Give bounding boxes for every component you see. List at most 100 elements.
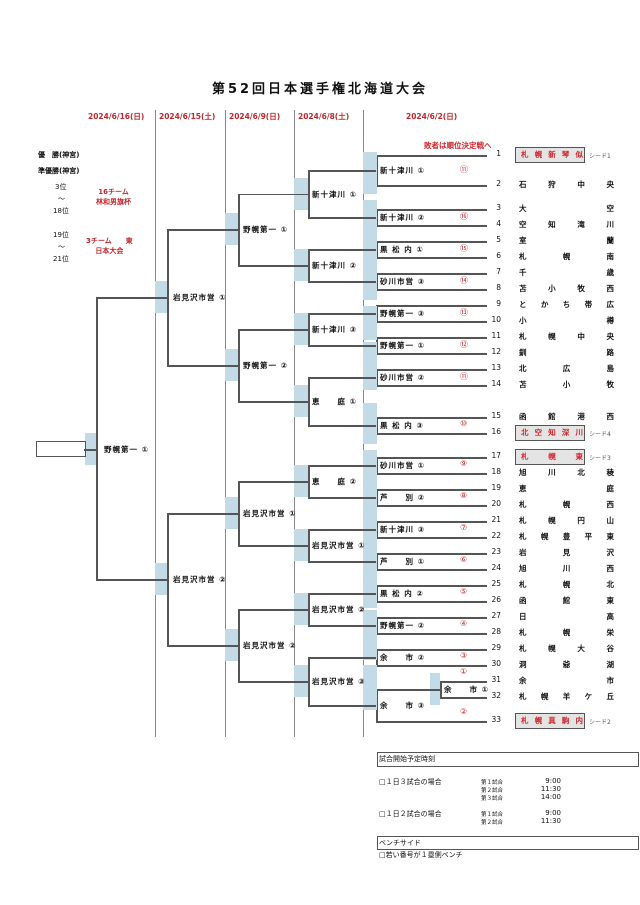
venue-label: 砂川市営 ② [380, 373, 425, 382]
team-number: 33 [491, 715, 501, 724]
final-winner-label: 野幌第一 ① [104, 445, 149, 454]
team-name-char: 幌 [562, 628, 571, 637]
team-number: 29 [491, 643, 501, 652]
bracket-line [376, 353, 487, 355]
team-name-char: 島 [606, 364, 615, 373]
team-name-char: と [519, 300, 527, 309]
team-name-char: 日 [519, 612, 527, 621]
team-name: 札幌円山 [519, 515, 614, 526]
team-name-char: 央 [606, 180, 614, 189]
team-number: 4 [496, 219, 501, 228]
team-name-char: 札 [519, 628, 527, 637]
team-name: 函館東 [519, 595, 614, 606]
team-name: 小樽 [519, 315, 614, 326]
team-name-char: 川 [562, 564, 571, 573]
venue-label: 野幌第一 ② [243, 361, 288, 370]
team-name: 日高 [519, 611, 614, 622]
date-final: 2024/6/16(日) [88, 112, 145, 121]
team-number: 24 [491, 563, 501, 572]
match-number: ⑦ [460, 523, 468, 532]
bracket-line [376, 473, 487, 475]
team-name-char: か [540, 300, 549, 309]
team-name-char: 幌 [534, 716, 543, 725]
team-name: 大空 [519, 203, 614, 214]
team-number: 22 [491, 531, 501, 540]
team-name: 岩見沢 [519, 547, 614, 558]
team-number: 11 [491, 331, 501, 340]
team-name-char: 北 [521, 428, 529, 437]
bracket-shade [363, 342, 377, 390]
seed-box [515, 147, 585, 163]
bracket-line [376, 521, 487, 523]
team-number: 9 [496, 299, 501, 308]
venue-label: 砂川市営 ① [380, 461, 425, 470]
team-name-char: 栄 [606, 628, 615, 637]
bracket-line [376, 537, 487, 539]
match-number: ⑫ [460, 340, 468, 349]
bracket-line [238, 545, 308, 547]
venue-label: 野幌第一 ① [243, 225, 288, 235]
team-name-char: 札 [519, 532, 527, 541]
team-name-char: 札 [519, 580, 527, 589]
bracket-line [376, 385, 487, 387]
team-name-char: 小 [548, 284, 556, 293]
team-name-char: 幌 [548, 516, 556, 525]
bracket-line [308, 529, 310, 563]
team-name-char: 空 [519, 220, 527, 229]
bracket-line [440, 697, 487, 699]
case3-game1-label: 第１試合 [481, 780, 504, 786]
team-name-char: 西 [606, 564, 615, 573]
match-number: ⑮ [460, 244, 468, 253]
team-number: 30 [491, 659, 501, 668]
bracket-line [308, 657, 376, 659]
bracket-line [376, 633, 487, 635]
bracket-line [167, 365, 238, 367]
note-3-line1: 3チーム 東 [86, 237, 133, 245]
team-name-char: 歳 [606, 268, 615, 277]
bracket-line [308, 465, 376, 467]
match-number: ② [460, 707, 468, 716]
bracket-line [376, 617, 487, 619]
case2-game2-time: 11:30 [540, 817, 561, 825]
team-name-char: 市 [606, 676, 615, 685]
team-name-char: 樽 [606, 316, 615, 325]
team-name-char: 札 [519, 644, 527, 653]
venue-label: 岩見沢市営 ② [173, 575, 227, 584]
team-name-char: 東 [575, 452, 584, 461]
loser-note: 敗者は順位決定戦へ [424, 141, 492, 150]
venue-label: 黒 松 内 ② [380, 589, 424, 598]
team-number: 15 [491, 411, 501, 420]
venue-label: 芦 別 ① [380, 557, 425, 566]
venue-label: 恵 庭 ② [312, 477, 357, 486]
bracket-shade [363, 610, 377, 660]
team-number: 21 [491, 515, 501, 524]
bracket-line [376, 225, 487, 227]
bracket-line [167, 513, 238, 515]
bracket-line [376, 209, 487, 211]
venue-label: 余 市 ② [380, 653, 425, 662]
team-name-char: 真 [548, 716, 556, 725]
seed-label: シード3 [589, 455, 611, 462]
team-name: 北空知深川 [521, 427, 583, 438]
venue-label: 新十津川 ③ [312, 325, 357, 334]
team-name-char: 苫 [519, 380, 527, 389]
legend-tilde: ～ [58, 243, 65, 251]
case2-game2-label: 第２試合 [481, 820, 504, 826]
team-name-char: 平 [584, 532, 593, 541]
team-number: 5 [496, 235, 501, 244]
team-number: 13 [491, 363, 501, 372]
bracket-line [238, 609, 308, 611]
team-name-char: 幌 [534, 150, 543, 159]
team-name-char: 牧 [577, 284, 585, 293]
bracket-line [308, 497, 376, 499]
venue-label: 黒 松 内 ① [380, 245, 424, 254]
bracket-line [376, 433, 487, 435]
venue-label: 黒 松 内 ③ [380, 421, 424, 430]
team-name-char: 知 [548, 428, 556, 437]
team-number: 3 [496, 203, 501, 212]
bracket-shade [363, 152, 377, 194]
team-name: 苫小牧西 [519, 283, 614, 294]
date-semifinal: 2024/6/15(土) [159, 112, 216, 121]
team-name-char: 旭 [519, 564, 527, 573]
team-name: 洞爺湖 [519, 659, 614, 670]
